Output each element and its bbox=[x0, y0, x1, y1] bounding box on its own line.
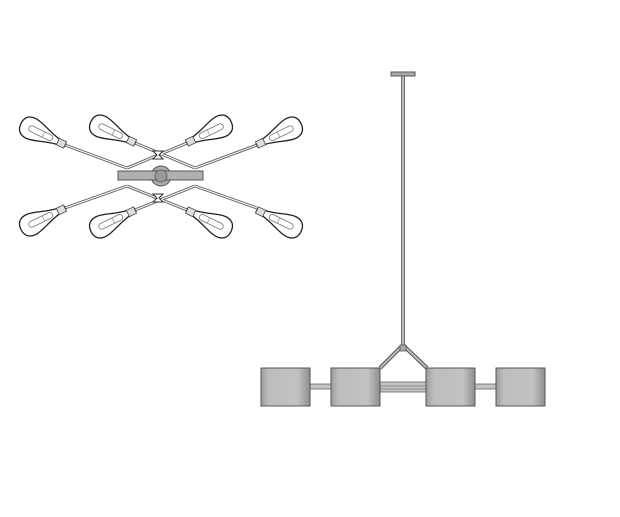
bulb bbox=[84, 198, 142, 243]
shade bbox=[260, 367, 311, 407]
connector bbox=[474, 383, 497, 390]
down-rod bbox=[401, 75, 405, 349]
hub bbox=[399, 344, 407, 352]
shade bbox=[495, 367, 546, 407]
top-view bbox=[14, 110, 308, 243]
shades bbox=[260, 367, 546, 407]
ceiling-canopy bbox=[390, 71, 416, 77]
bulb bbox=[14, 196, 72, 241]
shade bbox=[425, 367, 476, 407]
arm-crossings bbox=[151, 150, 165, 203]
bulb bbox=[250, 112, 308, 157]
connector bbox=[309, 383, 332, 390]
bulb bbox=[14, 112, 72, 157]
shade bbox=[330, 367, 381, 407]
side-view bbox=[260, 71, 546, 407]
bulb bbox=[84, 110, 142, 155]
bulb bbox=[180, 198, 238, 243]
center-bar-side bbox=[379, 381, 427, 393]
bulb bbox=[250, 198, 308, 243]
bulb bbox=[180, 110, 238, 155]
